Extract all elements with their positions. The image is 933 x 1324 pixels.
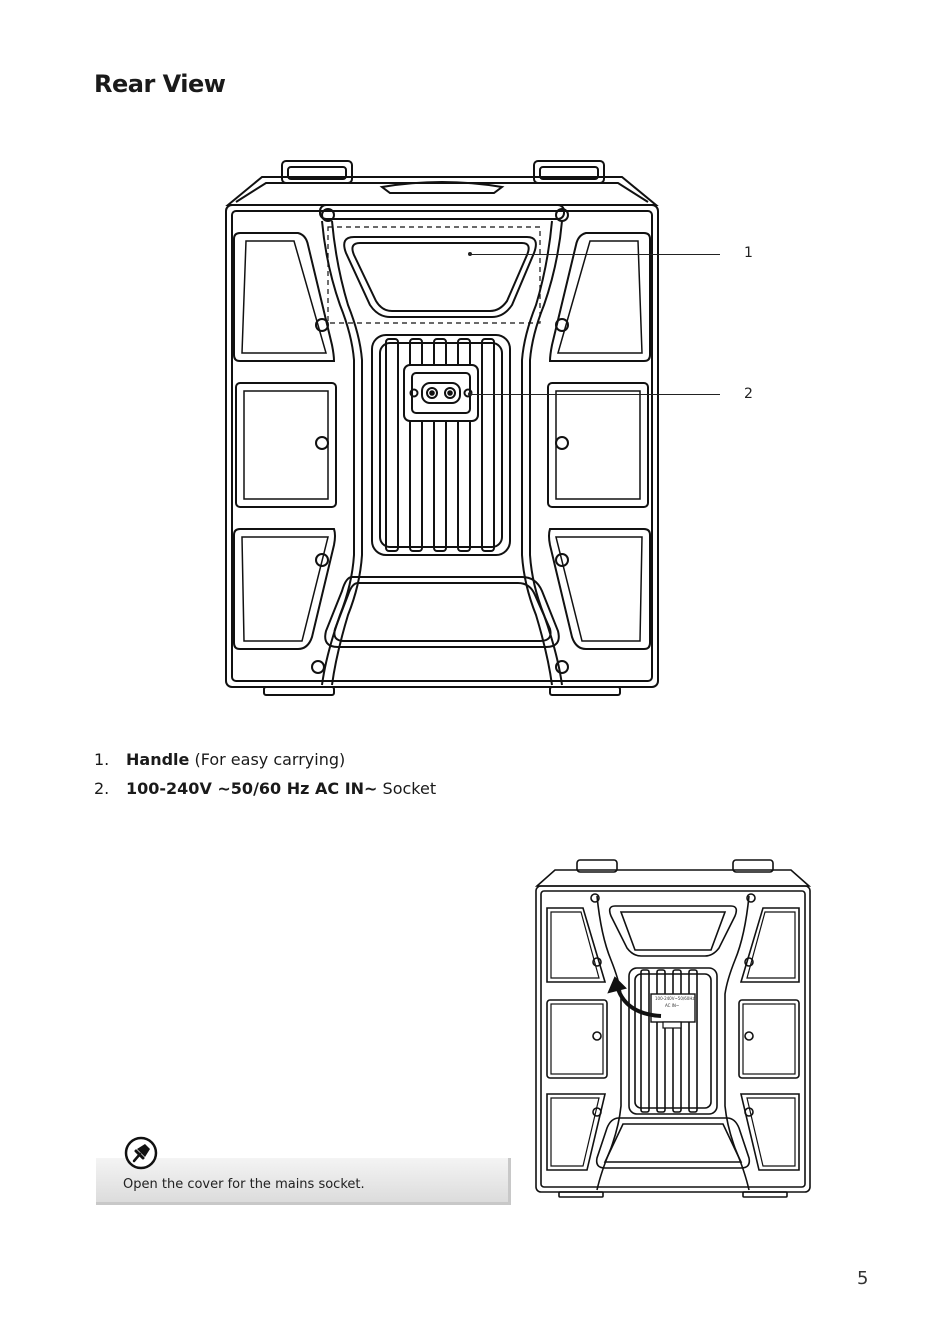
callout-number-1: 1 — [744, 245, 753, 261]
parts-list-item: 2. 100-240V ~50/60 Hz AC IN~ Socket — [94, 774, 436, 803]
parts-list: 1. Handle (For easy carrying) 2. 100-240… — [94, 745, 436, 803]
callout-number-2: 2 — [744, 386, 753, 402]
part-number: 1. — [94, 745, 126, 774]
cover-label-line2: AC IN~ — [665, 1003, 679, 1008]
page-number: 5 — [857, 1268, 868, 1289]
part-name: Handle — [126, 750, 189, 769]
callout-line-handle — [470, 254, 720, 255]
part-description: Socket — [377, 779, 436, 798]
part-name: 100-240V ~50/60 Hz AC IN~ — [126, 779, 377, 798]
page-title: Rear View — [94, 70, 225, 98]
speaker-cover-open-illustration — [533, 856, 813, 1198]
callout-line-socket — [470, 394, 720, 395]
speaker-rear-view-illustration — [222, 155, 662, 700]
part-number: 2. — [94, 774, 126, 803]
cover-label-line1: 100-240V~50/60Hz — [655, 996, 694, 1001]
parts-list-item: 1. Handle (For easy carrying) — [94, 745, 436, 774]
part-description: (For easy carrying) — [189, 750, 345, 769]
note-text: Open the cover for the mains socket. — [123, 1177, 365, 1192]
pushpin-icon — [123, 1135, 159, 1171]
